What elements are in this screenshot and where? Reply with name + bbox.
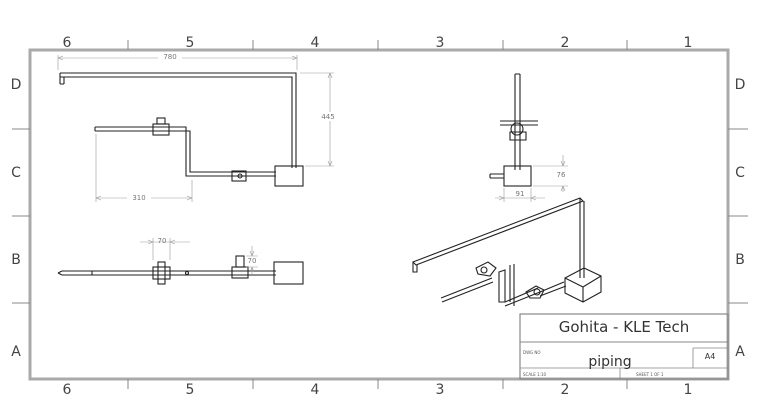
dim-branch-length-gap [127, 193, 151, 202]
zone-row-right-b: B [735, 252, 745, 268]
title-block-company: Gohita - KLE Tech [559, 318, 690, 336]
zone-row-left-b: B [11, 252, 21, 268]
dim-side-width: 91 [516, 190, 525, 198]
zone-col-bottom-6: 6 [63, 382, 72, 398]
zone-col-top-3: 3 [436, 35, 445, 51]
title-block-sheet: SHEET 1 OF 1 [636, 372, 664, 377]
zone-col-bottom-3: 3 [436, 382, 445, 398]
dim-top-length: 780 [163, 53, 176, 61]
dim-front-height: 70 [248, 257, 257, 265]
title-block [519, 313, 729, 380]
zone-col-top-5: 5 [186, 35, 195, 51]
zone-row-right-c: C [735, 165, 745, 181]
zone-col-bottom-1: 1 [684, 382, 693, 398]
dim-riser-height: 445 [321, 113, 334, 121]
title-block-size: A4 [705, 352, 716, 361]
zone-col-top-2: 2 [561, 35, 570, 51]
title-block-dwg-no-label: DWG NO [523, 350, 541, 355]
zone-col-top-6: 6 [63, 35, 72, 51]
front-view: 70 70 [57, 237, 304, 285]
top-view: 780 445 310 [57, 53, 340, 202]
zone-row-right-a: A [735, 344, 745, 360]
zone-row-left-d: D [11, 77, 22, 93]
title-block-scale: SCALE 1:10 [523, 372, 547, 377]
zone-ticks [12, 40, 748, 389]
isometric-view [412, 197, 602, 307]
sheet-frame [28, 48, 730, 381]
dim-front-spacing: 70 [158, 237, 167, 245]
zone-row-left-c: C [11, 165, 21, 181]
side-view: 76 91 [489, 73, 568, 202]
zone-row-right-d: D [735, 77, 746, 93]
zone-col-bottom-2: 2 [561, 382, 570, 398]
zone-col-top-1: 1 [684, 35, 693, 51]
zone-col-bottom-4: 4 [311, 382, 320, 398]
zone-row-left-a: A [11, 344, 21, 360]
dim-side-offset: 76 [557, 171, 566, 179]
zone-col-top-4: 4 [311, 35, 320, 51]
title-block-title: piping [588, 354, 631, 370]
dim-riser-height-gap [318, 112, 340, 121]
dim-top-length-gap [158, 53, 182, 61]
dim-branch-length: 310 [132, 194, 145, 202]
zone-col-bottom-5: 5 [186, 382, 195, 398]
